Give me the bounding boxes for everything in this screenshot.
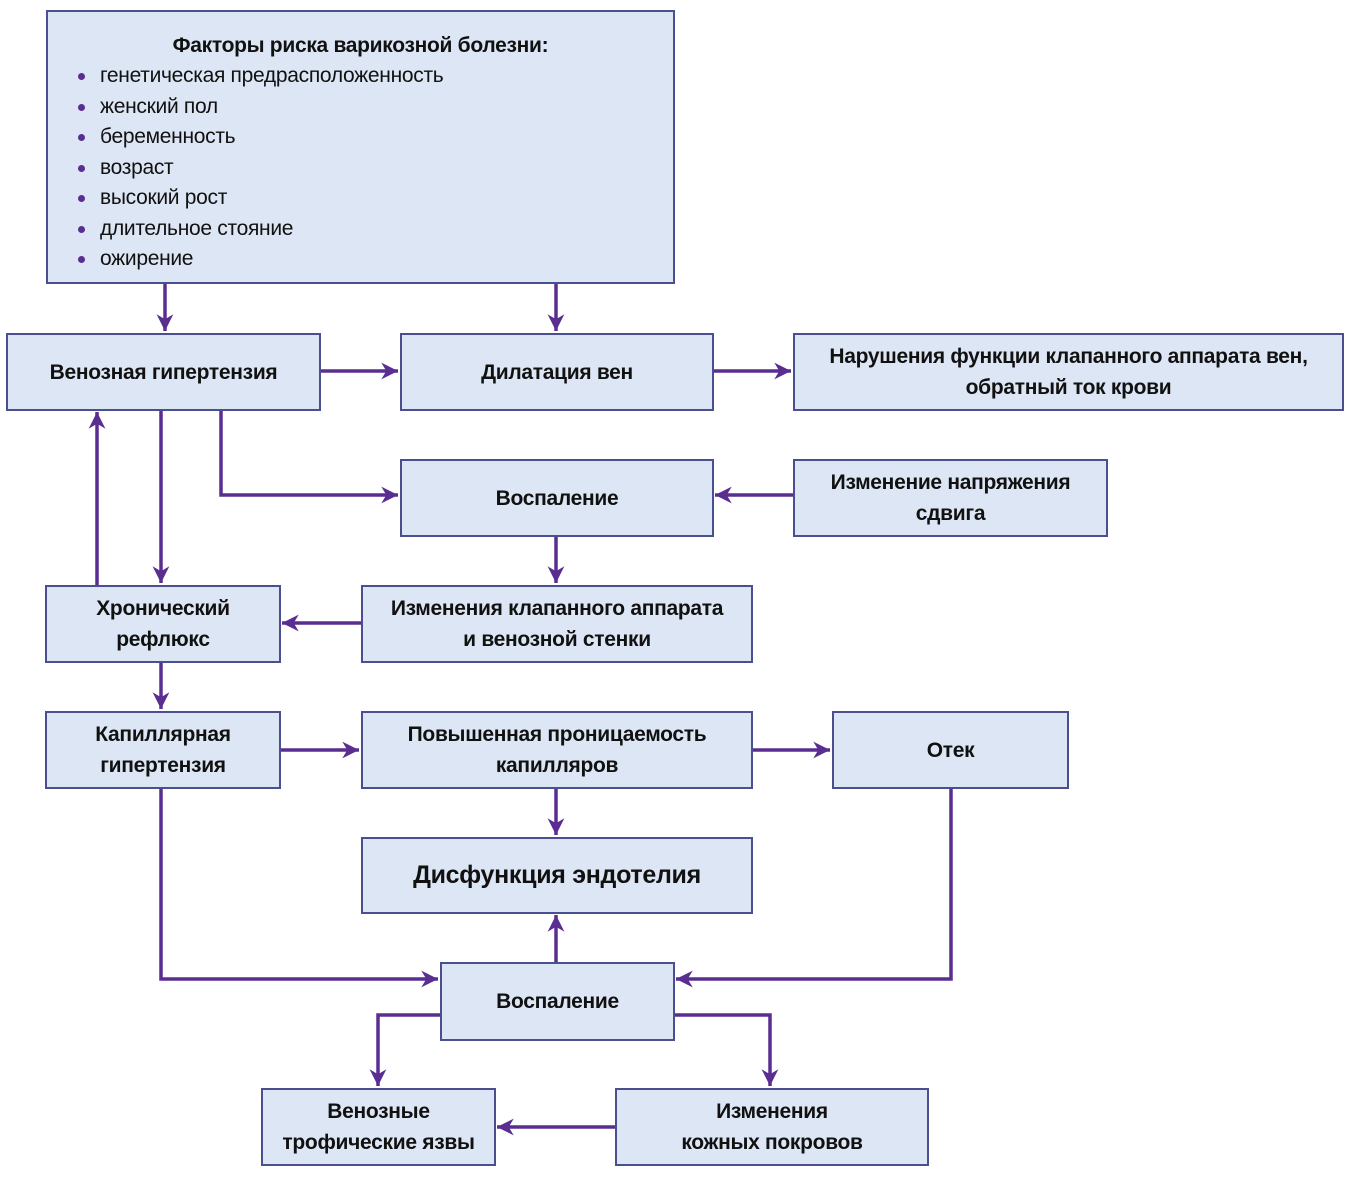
node-skin-changes: Изменения кожных покровов xyxy=(615,1088,929,1166)
node-inflammation-2: Воспаление xyxy=(440,962,675,1041)
node-label: Изменение напряжения xyxy=(830,471,1071,494)
node-shear-stress: Изменение напряжения сдвига xyxy=(793,459,1108,537)
node-label: Хронический xyxy=(96,597,230,620)
arrow-edema-to-inflammation2 xyxy=(675,788,953,988)
arrow-inflammation2-to-ulcers xyxy=(369,1013,440,1087)
node-label: Воспаление xyxy=(495,486,619,510)
node-label: Изменения клапанного аппарата xyxy=(390,597,724,620)
list-item: длительное стояние xyxy=(78,214,443,245)
node-endothelial-dysfunction: Дисфункция эндотелия xyxy=(361,837,753,914)
arrow-hypertension-to-inflammation xyxy=(219,410,399,504)
node-venous-hypertension: Венозная гипертензия xyxy=(6,333,321,411)
node-vein-dilation: Дилатация вен xyxy=(400,333,714,411)
list-item: возраст xyxy=(78,153,443,184)
node-label: Дисфункция эндотелия xyxy=(413,861,701,889)
risk-factors-box: Факторы риска варикозной болезни: генети… xyxy=(46,10,675,284)
node-label: трофические язвы xyxy=(282,1131,475,1154)
node-capillary-permeability: Повышенная проницаемость капилляров xyxy=(361,711,753,789)
node-label: рефлюкс xyxy=(116,628,210,651)
node-valve-wall-changes: Изменения клапанного аппарата и венозной … xyxy=(361,585,753,663)
node-label: Изменения xyxy=(716,1100,828,1123)
node-trophic-ulcers: Венозные трофические язвы xyxy=(261,1088,496,1166)
node-inflammation-1: Воспаление xyxy=(400,459,714,537)
node-label: Дилатация вен xyxy=(481,360,633,384)
arrow-inflammation2-to-skin xyxy=(674,1013,779,1087)
node-label: Нарушения функции клапанного аппарата ве… xyxy=(829,345,1308,368)
list-item: женский пол xyxy=(78,92,443,123)
node-chronic-reflux: Хронический рефлюкс xyxy=(45,585,281,663)
risk-factors-list: генетическая предрасположенность женский… xyxy=(78,61,444,275)
node-label: Венозные xyxy=(327,1100,430,1123)
list-item: генетическая предрасположенность xyxy=(78,61,444,92)
list-item: высокий рост xyxy=(78,183,443,214)
node-label: Повышенная проницаемость xyxy=(407,723,707,746)
node-label: и венозной стенки xyxy=(463,628,651,651)
node-label: Воспаление xyxy=(496,990,619,1013)
arrow-capillary-to-inflammation2 xyxy=(159,788,439,988)
risk-factors-title: Факторы риска варикозной болезни: xyxy=(172,34,549,57)
node-label: Венозная гипертензия xyxy=(49,360,278,384)
node-label: Отек xyxy=(926,738,975,762)
node-label: гипертензия xyxy=(100,754,226,777)
list-item: ожирение xyxy=(78,244,443,275)
node-label: кожных покровов xyxy=(681,1131,863,1154)
list-item: беременность xyxy=(78,122,443,153)
node-capillary-hypertension: Капиллярная гипертензия xyxy=(45,711,281,789)
node-label: обратный ток крови xyxy=(965,376,1172,399)
node-label: капилляров xyxy=(495,754,619,777)
node-label: Капиллярная xyxy=(95,723,231,746)
node-valve-dysfunction: Нарушения функции клапанного аппарата ве… xyxy=(793,333,1344,411)
node-edema: Отек xyxy=(832,711,1069,789)
node-label: сдвига xyxy=(915,502,986,525)
